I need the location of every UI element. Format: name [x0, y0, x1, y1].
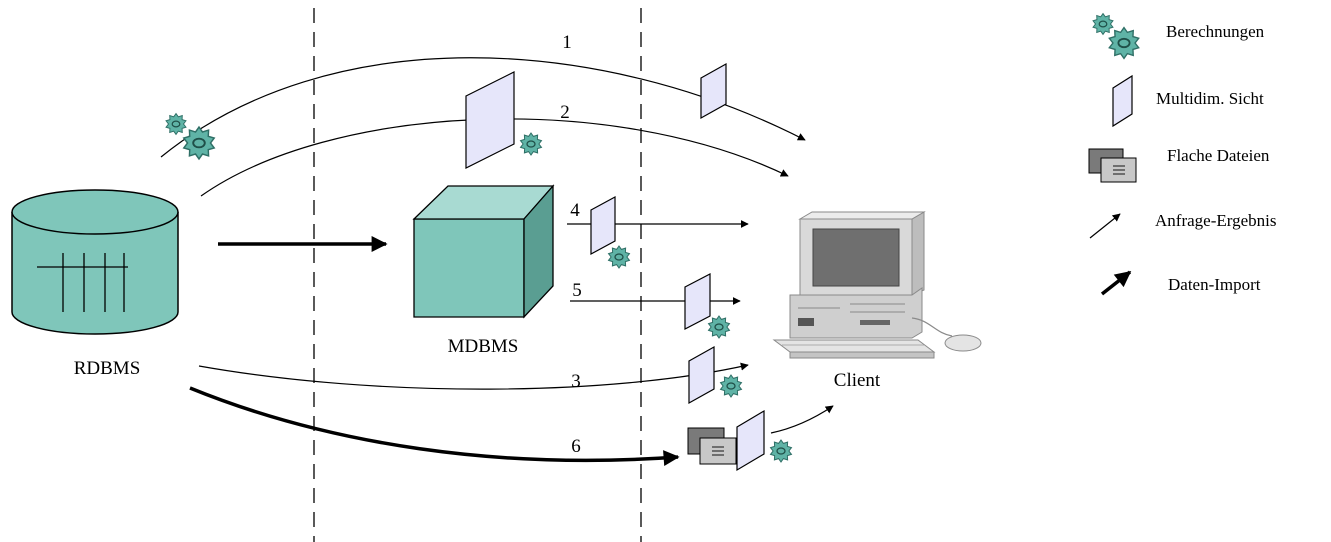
flow-6-number: 6: [571, 436, 581, 457]
gear-icon: [1092, 12, 1114, 36]
mdbms-label: MDBMS: [448, 336, 519, 357]
flow-6-result-arrow: [770, 405, 834, 434]
legend-label-computations: Berechnungen: [1166, 22, 1265, 41]
view-sheet-icon: [684, 273, 711, 330]
flow-5-number: 5: [572, 280, 582, 301]
gear-icon: [182, 126, 216, 160]
legend-label-multidim-view: Multidim. Sicht: [1156, 89, 1264, 108]
legend-label-query-result: Anfrage-Ergebnis: [1155, 211, 1276, 230]
flow-4-number: 4: [570, 200, 580, 221]
legend: Berechnungen Multidim. Sicht Flache Date…: [1088, 12, 1276, 296]
rdbms-label: RDBMS: [74, 358, 141, 379]
flow-2-number: 2: [560, 102, 570, 123]
gear-icon: [719, 374, 743, 398]
view-sheet-icon: [1112, 74, 1133, 128]
view-sheet-icon: [465, 71, 515, 169]
legend-label-flat-files: Flache Dateien: [1167, 146, 1270, 165]
flat-file-icon: [1088, 148, 1137, 183]
view-sheet-icon: [688, 345, 715, 405]
client-computer-icon: [772, 211, 982, 359]
arrow-icon: [1100, 270, 1132, 296]
gear-icon: [607, 245, 631, 269]
view-sheet-icon: [590, 195, 616, 256]
flow-3-number: 3: [571, 371, 581, 392]
gear-icon: [769, 439, 793, 463]
rdbms-database-icon: [11, 189, 179, 335]
mdbms-cube-icon: [412, 184, 555, 319]
view-sheet-icon: [700, 62, 727, 120]
flow-6-arrow: [189, 386, 680, 467]
flat-file-icon: [687, 427, 737, 465]
client-label: Client: [834, 370, 881, 391]
gear-icon: [707, 315, 731, 339]
gear-icon: [519, 132, 543, 156]
view-sheet-icon: [736, 409, 765, 472]
gear-icon: [165, 112, 187, 136]
gear-icon: [1108, 26, 1140, 60]
legend-label-data-import: Daten-Import: [1168, 275, 1261, 294]
arrow-icon: [1089, 213, 1121, 239]
flow-3-arrow: [198, 362, 749, 390]
flow-1-number: 1: [562, 32, 572, 53]
